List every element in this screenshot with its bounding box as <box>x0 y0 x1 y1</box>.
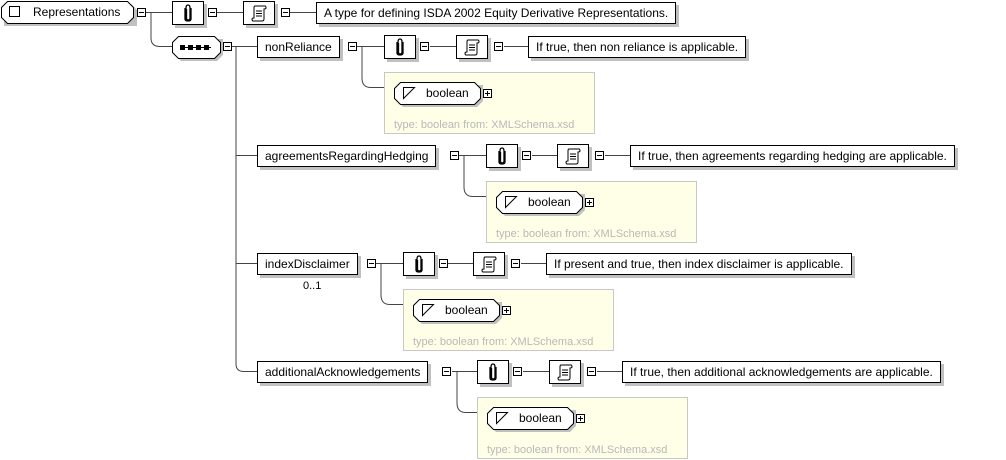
annotation-toggle-indexDisclaimer[interactable] <box>439 259 448 268</box>
type-expand-toggle[interactable] <box>502 306 511 315</box>
root-annotation-node[interactable] <box>172 1 204 25</box>
simple-type-node[interactable]: boolean <box>496 191 585 216</box>
documentation-text-agreementsRegardingHedging: If true, then agreements regarding hedgi… <box>630 145 955 167</box>
simple-type-node[interactable]: boolean <box>394 82 483 107</box>
annotation-node-nonReliance[interactable] <box>384 35 416 59</box>
type-expand-toggle[interactable] <box>483 89 492 98</box>
type-expand-toggle[interactable] <box>576 414 585 423</box>
documentation-toggle-agreementsRegardingHedging[interactable] <box>595 151 604 160</box>
scroll-icon <box>464 39 480 56</box>
paperclip-icon <box>489 363 497 381</box>
paperclip-icon <box>396 38 404 56</box>
type-panel-indexDisclaimer: boolean type: boolean from: XMLSchema.xs… <box>403 289 614 351</box>
type-panel-additionalAcknowledgements: boolean type: boolean from: XMLSchema.xs… <box>477 397 688 459</box>
element-toggle-nonReliance[interactable] <box>348 42 357 51</box>
element-toggle-indexDisclaimer[interactable] <box>367 259 376 268</box>
root-type-name: Representations <box>33 5 121 19</box>
root-type-node[interactable]: Representations <box>1 1 137 26</box>
complex-type-icon <box>9 6 20 17</box>
occurrence-label: 0..1 <box>303 280 322 292</box>
type-expand-toggle[interactable] <box>585 198 594 207</box>
sequence-compositor-icon <box>180 45 211 50</box>
element-toggle-agreementsRegardingHedging[interactable] <box>450 151 459 160</box>
element-node-agreementsRegardingHedging[interactable]: agreementsRegardingHedging <box>257 145 437 167</box>
paperclip-icon <box>498 147 506 165</box>
documentation-text-indexDisclaimer: If present and true, then index disclaim… <box>546 253 852 275</box>
type-info: type: boolean from: XMLSchema.xsd <box>496 228 677 240</box>
documentation-node-additionalAcknowledgements[interactable] <box>549 360 581 384</box>
type-info: type: boolean from: XMLSchema.xsd <box>487 444 668 456</box>
paperclip-icon <box>415 255 423 273</box>
documentation-node-agreementsRegardingHedging[interactable] <box>557 144 589 168</box>
element-node-nonReliance[interactable]: nonReliance <box>257 36 340 58</box>
simple-type-icon <box>403 87 416 100</box>
annotation-toggle-agreementsRegardingHedging[interactable] <box>522 151 531 160</box>
scroll-icon <box>557 364 573 381</box>
scroll-icon <box>251 5 267 22</box>
type-name: boolean <box>519 411 562 425</box>
type-panel-agreementsRegardingHedging: boolean type: boolean from: XMLSchema.xs… <box>486 181 697 243</box>
sequence-collapse-toggle[interactable] <box>223 42 232 51</box>
annotation-node-indexDisclaimer[interactable] <box>403 252 435 276</box>
simple-type-icon <box>422 304 435 317</box>
documentation-node-indexDisclaimer[interactable] <box>473 252 505 276</box>
root-collapse-toggle[interactable] <box>137 8 146 17</box>
annotation-toggle-additionalAcknowledgements[interactable] <box>513 367 522 376</box>
scroll-icon <box>565 148 581 165</box>
scroll-icon <box>481 256 497 273</box>
simple-type-node[interactable]: boolean <box>413 299 502 324</box>
documentation-toggle-additionalAcknowledgements[interactable] <box>587 367 596 376</box>
simple-type-icon <box>496 412 509 425</box>
documentation-toggle-nonReliance[interactable] <box>494 42 503 51</box>
root-documentation-text: A type for defining ISDA 2002 Equity Der… <box>316 2 677 24</box>
documentation-toggle-indexDisclaimer[interactable] <box>511 259 520 268</box>
annotation-toggle-nonReliance[interactable] <box>420 42 429 51</box>
element-node-additionalAcknowledgements[interactable]: additionalAcknowledgements <box>257 361 429 383</box>
element-node-indexDisclaimer[interactable]: indexDisclaimer <box>257 253 358 275</box>
annotation-node-agreementsRegardingHedging[interactable] <box>486 144 518 168</box>
type-panel-nonReliance: boolean type: boolean from: XMLSchema.xs… <box>384 72 595 134</box>
annotation-node-additionalAcknowledgements[interactable] <box>477 360 509 384</box>
paperclip-icon <box>184 4 192 22</box>
type-name: boolean <box>528 195 571 209</box>
simple-type-icon <box>505 196 518 209</box>
documentation-node-nonReliance[interactable] <box>456 35 488 59</box>
type-info: type: boolean from: XMLSchema.xsd <box>394 119 575 131</box>
documentation-text-nonReliance: If true, then non reliance is applicable… <box>528 36 747 58</box>
root-documentation-node[interactable] <box>243 1 275 25</box>
type-info: type: boolean from: XMLSchema.xsd <box>413 336 594 348</box>
type-name: boolean <box>445 303 488 317</box>
element-toggle-additionalAcknowledgements[interactable] <box>442 367 451 376</box>
documentation-text-additionalAcknowledgements: If true, then additional acknowledgement… <box>622 361 941 383</box>
root-documentation-toggle[interactable] <box>281 8 290 17</box>
simple-type-node[interactable]: boolean <box>487 407 576 432</box>
type-name: boolean <box>426 86 469 100</box>
sequence-node[interactable] <box>172 36 223 61</box>
root-annotation-toggle[interactable] <box>208 8 217 17</box>
